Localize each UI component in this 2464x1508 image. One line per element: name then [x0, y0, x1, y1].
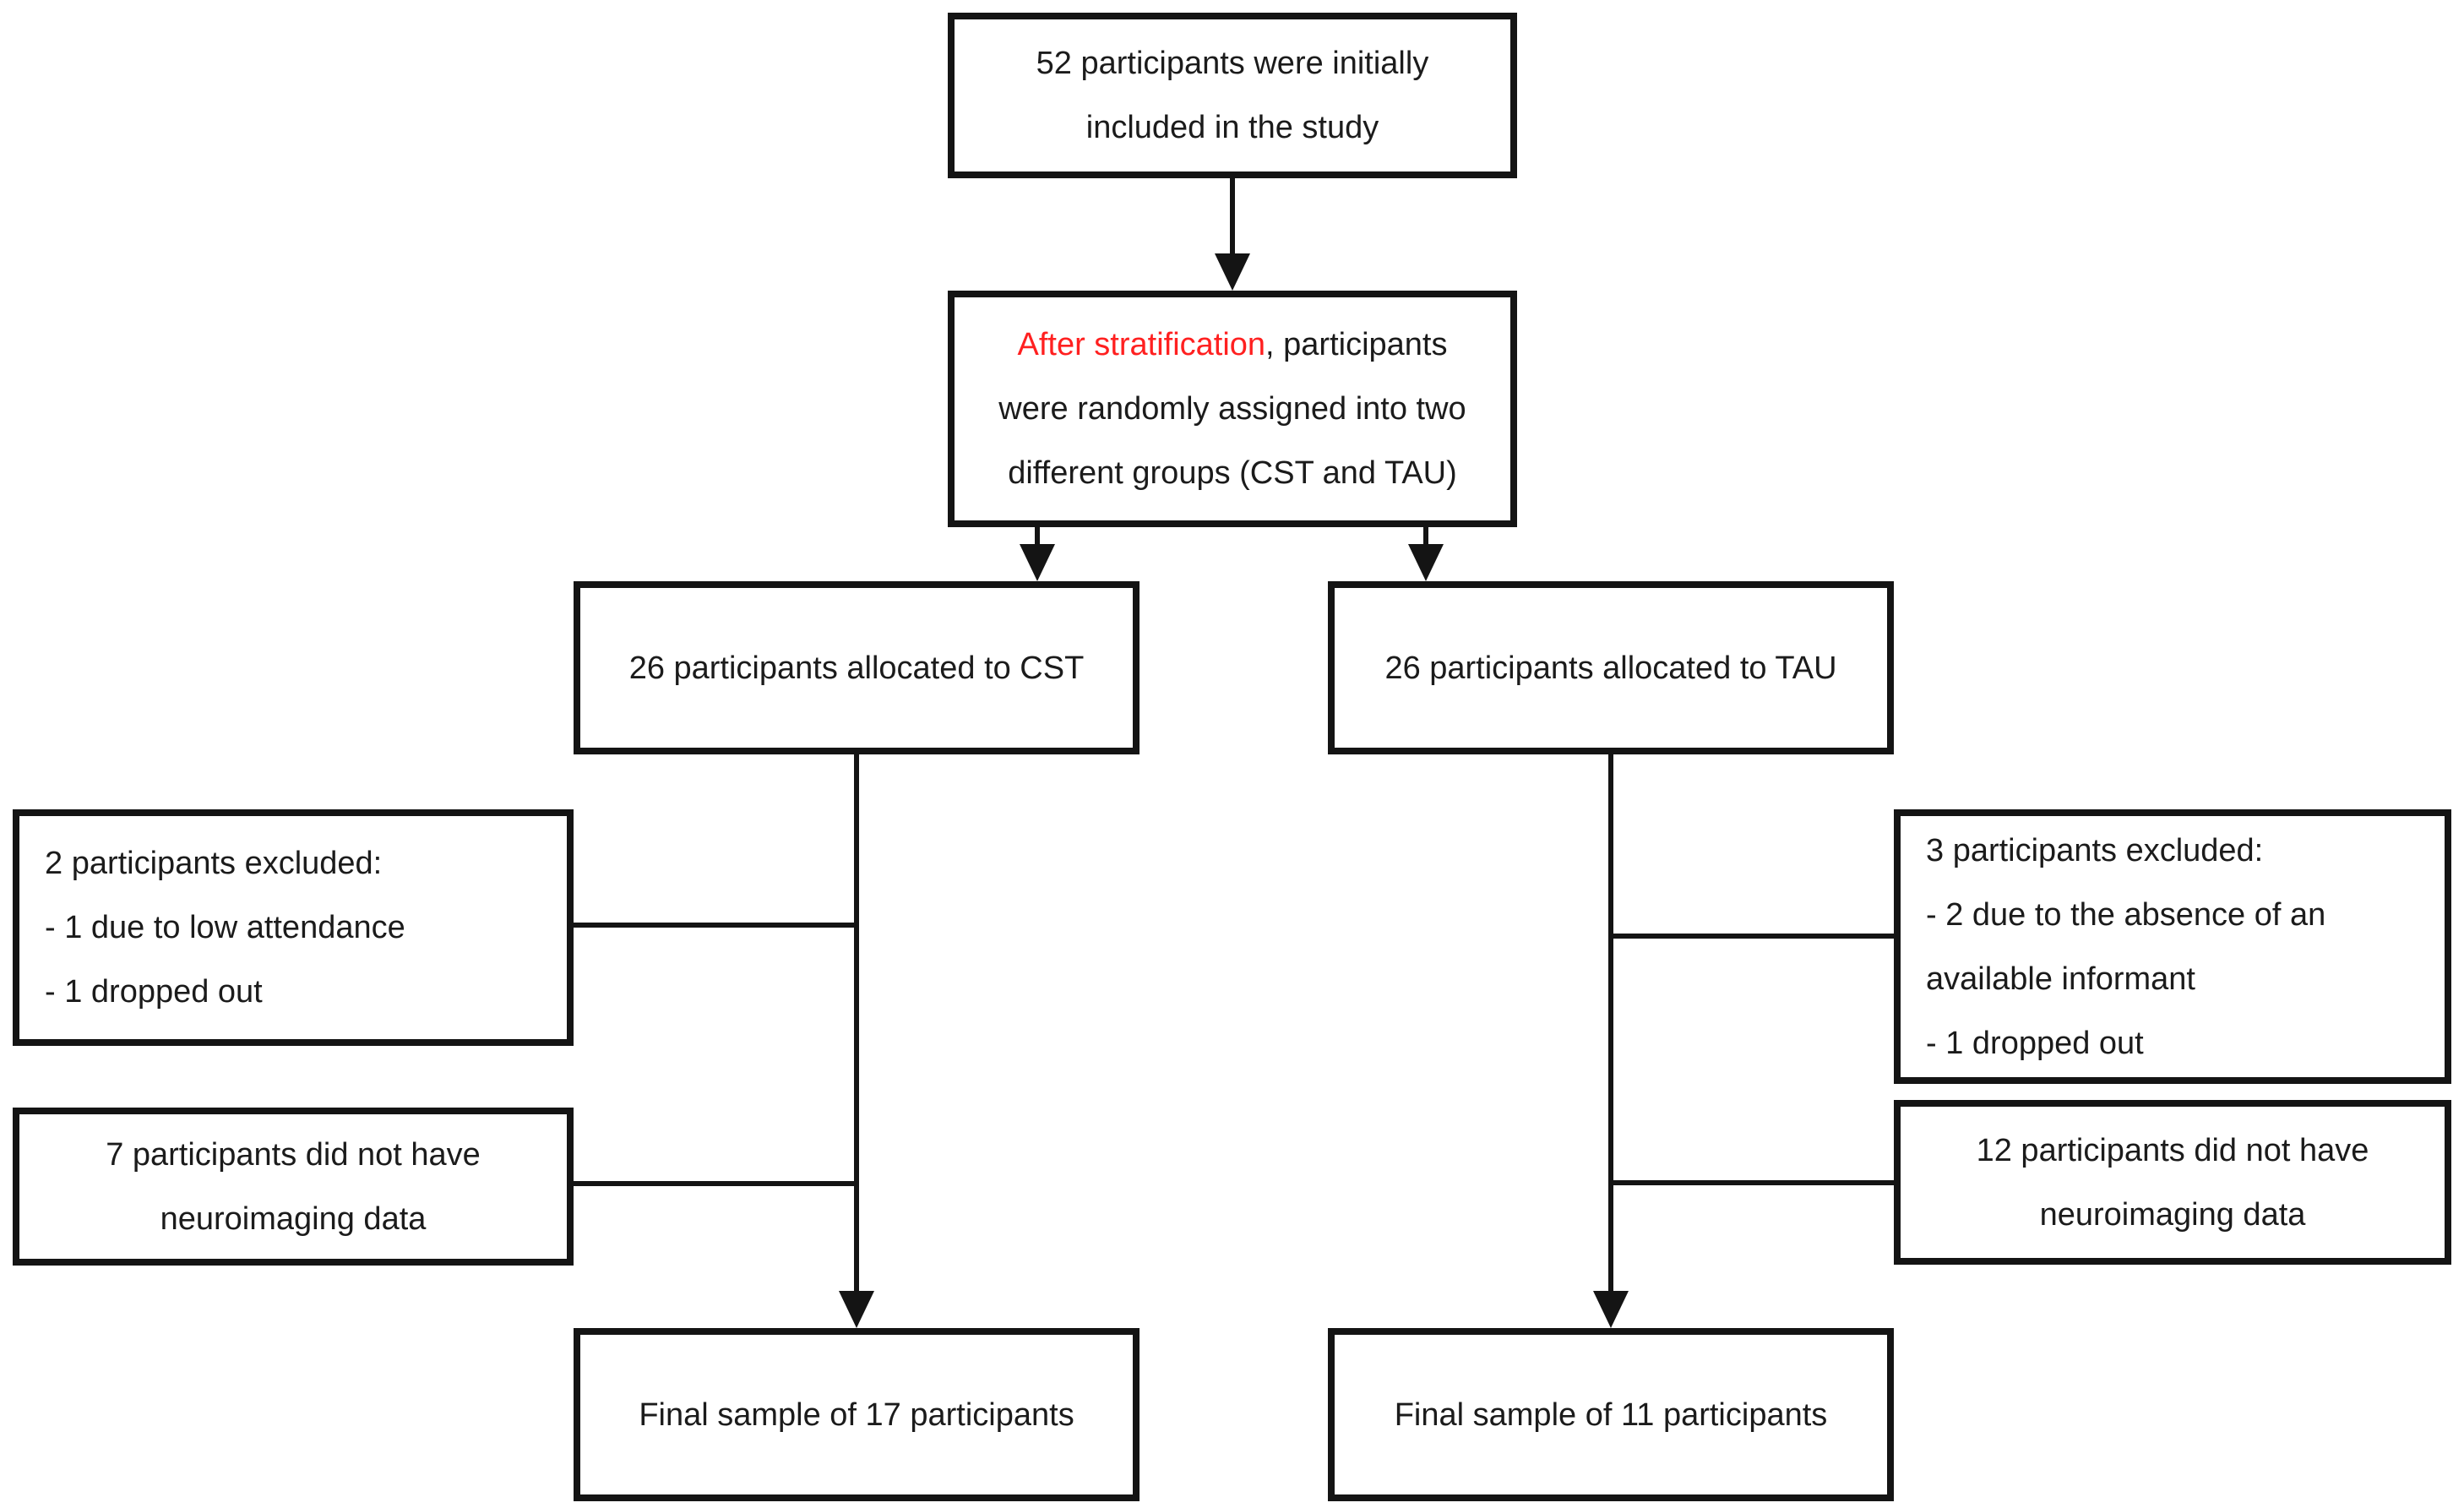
box-cst-allocation: 26 participants allocated to CST	[574, 581, 1140, 754]
stratification-highlight-text: After stratification	[1017, 327, 1266, 362]
arrow-initial-to-stratification-head	[1215, 253, 1250, 291]
arrow-tau-to-final-head	[1593, 1291, 1629, 1328]
arrow-cst-to-final-line	[854, 754, 859, 1295]
box-tau-final-sample: Final sample of 11 participants	[1328, 1328, 1894, 1501]
box-cst-final-sample-text: Final sample of 17 participants	[639, 1396, 1074, 1433]
arrow-initial-to-stratification-line	[1230, 178, 1235, 259]
box-tau-no-neuroimaging: 12 participants did not have neuroimagin…	[1894, 1100, 2451, 1265]
box-stratification-text: After stratification, participants were …	[955, 313, 1510, 505]
arrow-stratification-to-cst-head	[1020, 544, 1055, 581]
arrow-stratification-to-cst-line	[1035, 527, 1040, 553]
arrow-cst-to-final-head	[839, 1291, 874, 1328]
box-tau-final-sample-text: Final sample of 11 participants	[1394, 1396, 1828, 1433]
box-cst-no-neuroimaging-text: 7 participants did not have neuroimaging…	[106, 1136, 481, 1237]
box-cst-excluded-text: 2 participants excluded: - 1 due to low …	[45, 846, 405, 1010]
stratification-rest-text: , participants were randomly assigned in…	[998, 327, 1466, 491]
connector-cst-no-neuroimaging	[574, 1181, 859, 1186]
box-cst-no-neuroimaging: 7 participants did not have neuroimaging…	[13, 1108, 574, 1266]
connector-tau-no-neuroimaging	[1608, 1180, 1894, 1185]
box-cst-final-sample: Final sample of 17 participants	[574, 1328, 1140, 1501]
connector-tau-excluded	[1608, 934, 1894, 939]
box-tau-allocation: 26 participants allocated to TAU	[1328, 581, 1894, 754]
connector-cst-excluded	[574, 923, 859, 928]
arrow-stratification-to-tau-line	[1423, 527, 1428, 553]
box-cst-excluded: 2 participants excluded: - 1 due to low …	[13, 809, 574, 1046]
box-tau-excluded-text: 3 participants excluded: - 2 due to the …	[1926, 832, 2326, 1061]
box-stratification: After stratification, participants were …	[948, 291, 1517, 527]
box-cst-allocation-text: 26 participants allocated to CST	[628, 650, 1085, 686]
box-tau-excluded: 3 participants excluded: - 2 due to the …	[1894, 809, 2451, 1084]
box-initial-inclusion-text: 52 participants were initially included …	[1036, 46, 1429, 145]
box-initial-inclusion: 52 participants were initially included …	[948, 13, 1517, 178]
arrow-stratification-to-tau-head	[1408, 544, 1444, 581]
box-tau-allocation-text: 26 participants allocated to TAU	[1384, 650, 1837, 686]
arrow-tau-to-final-line	[1608, 754, 1613, 1295]
box-tau-no-neuroimaging-text: 12 participants did not have neuroimagin…	[1976, 1132, 2369, 1233]
